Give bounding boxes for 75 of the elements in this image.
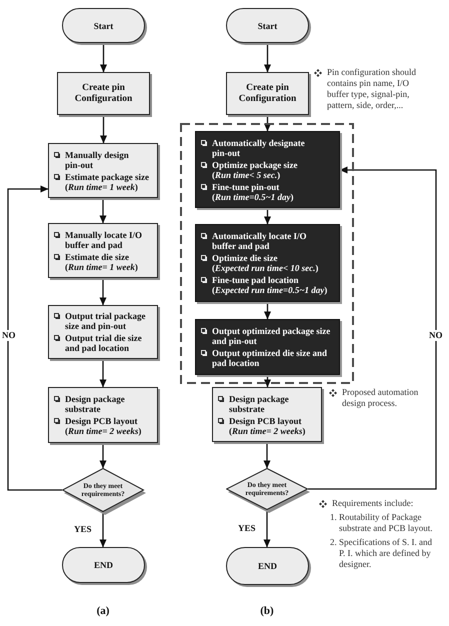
bullet-text: Output trial die size and pad location <box>65 333 143 353</box>
bullet-text: Optimize package size <box>212 160 298 170</box>
bullet-text: Automatically locate I/O buffer and pad <box>212 231 308 251</box>
bullet-text: Fine-tune pin-out <box>212 182 280 192</box>
arrow <box>100 359 106 388</box>
bullet-text: Estimate package size <box>65 172 149 182</box>
bullet-text: Optimize die size <box>212 253 278 263</box>
process-box <box>212 387 322 442</box>
arrow <box>264 302 271 320</box>
bullet-text: Design PCB layout <box>229 416 302 426</box>
arrow <box>264 43 271 72</box>
terminal-pill <box>62 8 145 43</box>
bullet-text: Output trial package size and pin-out <box>65 311 147 331</box>
run-time-text: (Expected run time< 10 sec.) <box>212 263 318 273</box>
step-text: Create pin Configuration <box>74 82 134 104</box>
bullet-text: Design package substrate <box>65 394 126 414</box>
process-box <box>48 305 158 359</box>
process-box <box>48 143 158 198</box>
note-text: Pin configuration should contains pin name, I/O buffer type, signal-pin, pattern, side, order,... <box>327 67 417 111</box>
bullet-text: Manually design pin-out <box>65 150 130 170</box>
panel-label: (a) <box>96 605 110 618</box>
edge-label: NO <box>2 330 16 341</box>
dashed-group-frame <box>180 123 354 384</box>
arrow <box>264 510 270 548</box>
terminal-text: END <box>258 561 277 571</box>
edge-label: YES <box>74 524 92 535</box>
run-time-text: (Run time=0.5~1 day) <box>212 192 294 202</box>
arrow <box>100 443 106 468</box>
bullet-text: Output optimized die size and pad location <box>212 348 328 368</box>
run-time-text: (Expected run time=0.5~1 day) <box>212 285 328 295</box>
terminal-pill <box>226 547 309 585</box>
bullet-text: Fine-tune pad location <box>212 275 299 285</box>
terminal-text: Start <box>258 20 278 30</box>
bullet-text: Design PCB layout <box>65 416 138 426</box>
process-box <box>226 72 309 115</box>
run-time-text: (Run time= 2 weeks) <box>229 426 306 436</box>
terminal-text: Start <box>94 20 114 30</box>
terminal-text: END <box>94 560 113 570</box>
edge-label: YES <box>238 523 256 534</box>
bullet-text: Estimate die size <box>65 252 129 262</box>
run-time-text: (Run time< 5 sec.) <box>212 170 280 180</box>
arrow <box>100 278 106 306</box>
run-time-text: (Run time= 1 week) <box>65 182 138 192</box>
dark-process-box <box>195 224 340 302</box>
note-text: 2. Specifications of S. I. and P. I. which are defined by designer. <box>330 537 433 570</box>
elbow-arrow <box>7 186 62 491</box>
arrow <box>264 115 271 132</box>
bullet-text: Automatically designate pin-out <box>212 138 306 158</box>
bullet-text: Manually locate I/O buffer and pad <box>65 230 143 250</box>
terminal-pill <box>226 8 309 43</box>
process-box <box>48 223 158 278</box>
dark-process-box <box>195 131 340 208</box>
process-box <box>48 387 158 443</box>
note-text: Requirements include: <box>332 498 414 509</box>
arrow <box>264 208 271 224</box>
arrow <box>264 442 270 468</box>
arrow <box>100 512 106 548</box>
bullet-text: Design package substrate <box>229 394 290 414</box>
decision-diamond <box>62 468 146 515</box>
edge-label: NO <box>429 330 442 341</box>
terminal-pill <box>62 547 145 583</box>
bullet-text: Output optimized package size and pin-out <box>212 326 332 346</box>
dark-process-box <box>195 319 340 375</box>
elbow-arrow <box>308 166 437 490</box>
arrow <box>100 43 107 72</box>
decision-diamond <box>226 468 310 513</box>
panel-label: (b) <box>260 605 274 618</box>
note-text: Proposed automation design process. <box>342 387 420 409</box>
step-text: Create pin Configuration <box>238 82 298 104</box>
note-text: 1. Routability of Package substrate and PCB layout. <box>330 512 434 534</box>
run-time-text: (Run time= 2 weeks) <box>65 426 142 436</box>
run-time-text: (Run time= 1 week) <box>65 262 138 272</box>
process-box <box>57 72 150 115</box>
arrow <box>100 115 107 144</box>
arrow <box>100 198 106 224</box>
